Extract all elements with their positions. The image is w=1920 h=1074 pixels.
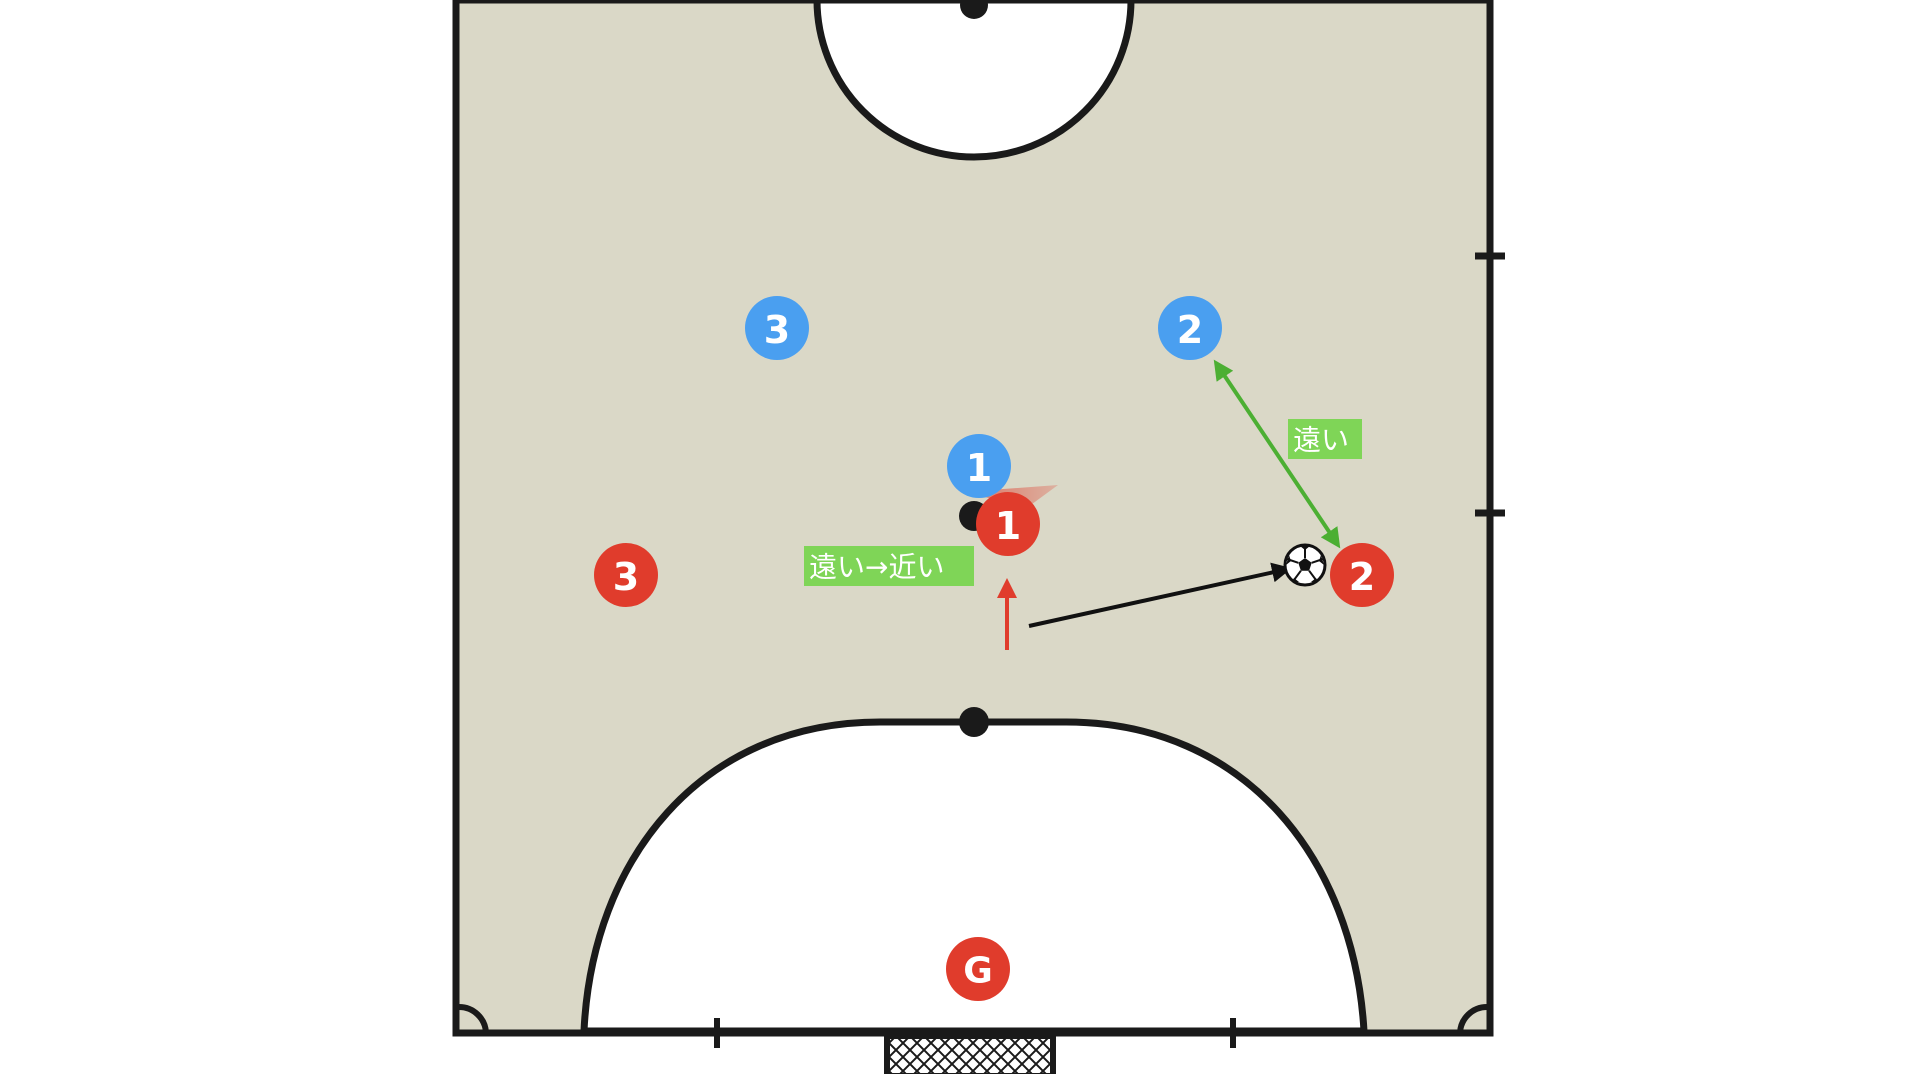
- label-far: 遠い: [1288, 419, 1362, 459]
- center-spot: [960, 0, 988, 19]
- pass-arrow: [1028, 562, 1292, 628]
- red-goalkeeper: G: [946, 937, 1010, 1001]
- svg-text:2: 2: [1177, 308, 1203, 352]
- corner-arc-right: [1457, 1004, 1488, 1034]
- svg-text:遠い: 遠い: [1293, 424, 1349, 457]
- red-player-1: 1: [976, 492, 1040, 556]
- red-player-2: 2: [1330, 543, 1394, 607]
- corner-arc-left: [458, 1004, 489, 1034]
- blue-player-3: 3: [745, 296, 809, 360]
- svg-text:3: 3: [613, 555, 639, 599]
- goal-net-icon: [884, 1033, 1056, 1074]
- svg-text:3: 3: [764, 308, 790, 352]
- soccer-ball-icon: [1283, 543, 1327, 587]
- label-far-to-near: 遠い→近い: [804, 546, 974, 586]
- blue-player-1: 1: [947, 434, 1011, 498]
- penalty-area: [580, 718, 1368, 1035]
- center-circle: [813, 0, 1135, 161]
- svg-text:2: 2: [1349, 555, 1375, 599]
- red-player-3: 3: [594, 543, 658, 607]
- blue-player-2: 2: [1158, 296, 1222, 360]
- svg-text:1: 1: [966, 446, 992, 490]
- penalty-spot: [959, 707, 989, 737]
- distance-arrow: [1213, 359, 1341, 549]
- svg-text:1: 1: [995, 504, 1021, 548]
- svg-text:遠い→近い: 遠い→近い: [809, 551, 944, 584]
- svg-text:G: G: [963, 951, 993, 992]
